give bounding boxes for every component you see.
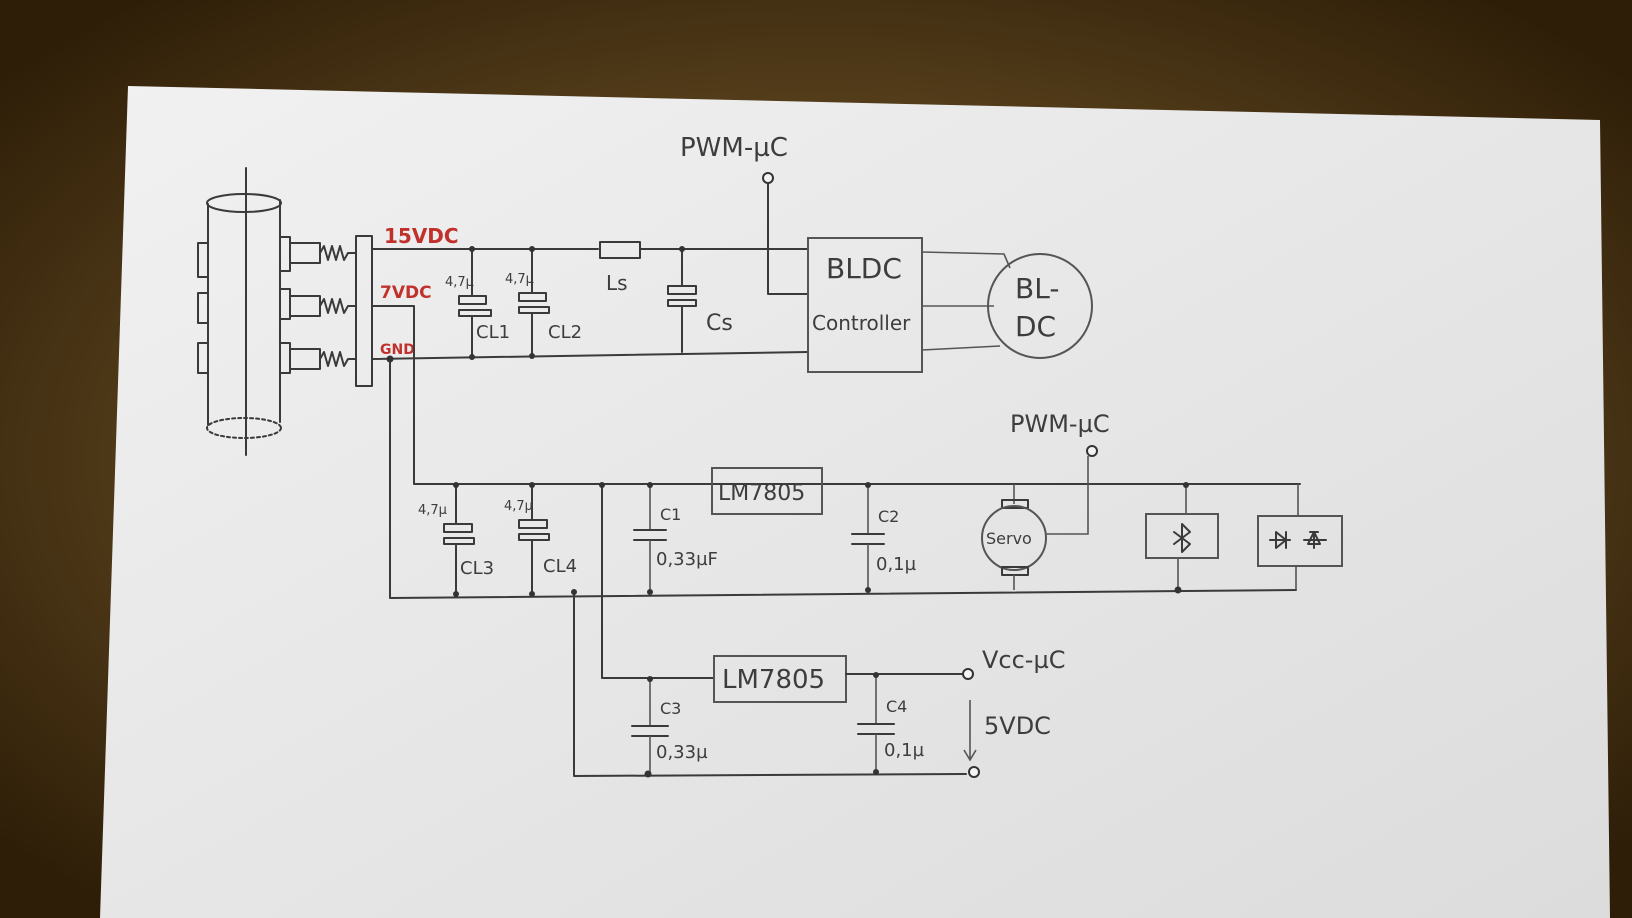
inductor-ls: Ls (599, 241, 641, 295)
c4-value: 0,1µ (884, 740, 925, 761)
lower-gnd-feed (573, 591, 967, 777)
cl4-label: CL4 (543, 556, 577, 577)
capacitor-c3: C3 0,33µ (631, 676, 708, 778)
motor-wires (921, 251, 1011, 351)
c3-label: C3 (660, 699, 681, 718)
cl2-label: CL2 (548, 322, 582, 343)
regulator-lm7805-lower: LM7805 (713, 655, 847, 703)
lower-regulator-feed (601, 483, 715, 679)
c2-label: C2 (878, 507, 899, 526)
c1-value: 0,33µF (656, 549, 718, 570)
c2-value: 0,1µ (876, 554, 917, 575)
bldc-controller-line1: BLDC (826, 252, 902, 285)
c1-label: C1 (660, 505, 681, 524)
pwm-input-servo: PWM-µC (1010, 410, 1110, 457)
bluetooth-icon (1173, 523, 1191, 553)
capacitor-cl1: 4,7µ CL1 (445, 246, 510, 360)
bldc-controller-line2: Controller (812, 311, 911, 335)
pwm-input-top: PWM-µC (680, 133, 809, 295)
bldc-controller: BLDC Controller (807, 237, 923, 373)
cl3-label: CL3 (460, 558, 494, 579)
capacitor-cl4: 4,7µ CL4 (504, 482, 577, 597)
cl3-value: 4,7µ (418, 503, 447, 518)
c3-value: 0,33µ (656, 742, 708, 763)
led-module-icon (1269, 531, 1327, 549)
ls-label: Ls (606, 271, 628, 295)
5vdc-label: 5VDC (984, 712, 1051, 740)
capacitor-cl3: 4,7µ CL3 (418, 482, 494, 597)
cl2-value: 4,7µ (505, 272, 534, 287)
paper-sheet (100, 86, 1610, 918)
cable-connector (197, 167, 373, 456)
motor-line2: DC (1015, 310, 1056, 343)
cs-label: Cs (706, 311, 733, 336)
regulator-lm7805-upper: LM7805 (711, 467, 823, 515)
cl4-value: 4,7µ (504, 499, 533, 514)
bldc-motor: BL- DC (987, 253, 1093, 359)
capacitor-c4: C4 0,1µ (857, 672, 925, 775)
pwm-top-label: PWM-µC (680, 133, 788, 163)
capacitor-c1: C1 0,33µF (633, 482, 718, 595)
label-15vdc: 15VDC (384, 224, 459, 248)
vcc-label: Vcc-µC (982, 646, 1066, 674)
bluetooth-module (1145, 482, 1219, 594)
capacitor-cl2: 4,7µ CL2 (505, 246, 582, 359)
regulator-upper-label: LM7805 (718, 481, 805, 506)
servo-label: Servo (986, 529, 1032, 548)
cl1-value: 4,7µ (445, 275, 474, 290)
regulator-lower-label: LM7805 (722, 665, 825, 695)
motor-line1: BL- (1015, 272, 1059, 305)
capacitor-cs: Cs (667, 246, 733, 353)
servo: Servo (981, 456, 1089, 590)
label-gnd: GND (380, 342, 415, 358)
c4-label: C4 (886, 697, 907, 716)
output-terminals: Vcc-µC 5VDC (962, 646, 1066, 778)
capacitor-c2: C2 0,1µ (851, 482, 917, 593)
cl1-label: CL1 (476, 322, 510, 343)
top-wiring (371, 248, 1301, 599)
label-7vdc: 7VDC (380, 283, 432, 303)
pwm-mid-label: PWM-µC (1010, 410, 1110, 438)
led-module (1257, 484, 1343, 590)
